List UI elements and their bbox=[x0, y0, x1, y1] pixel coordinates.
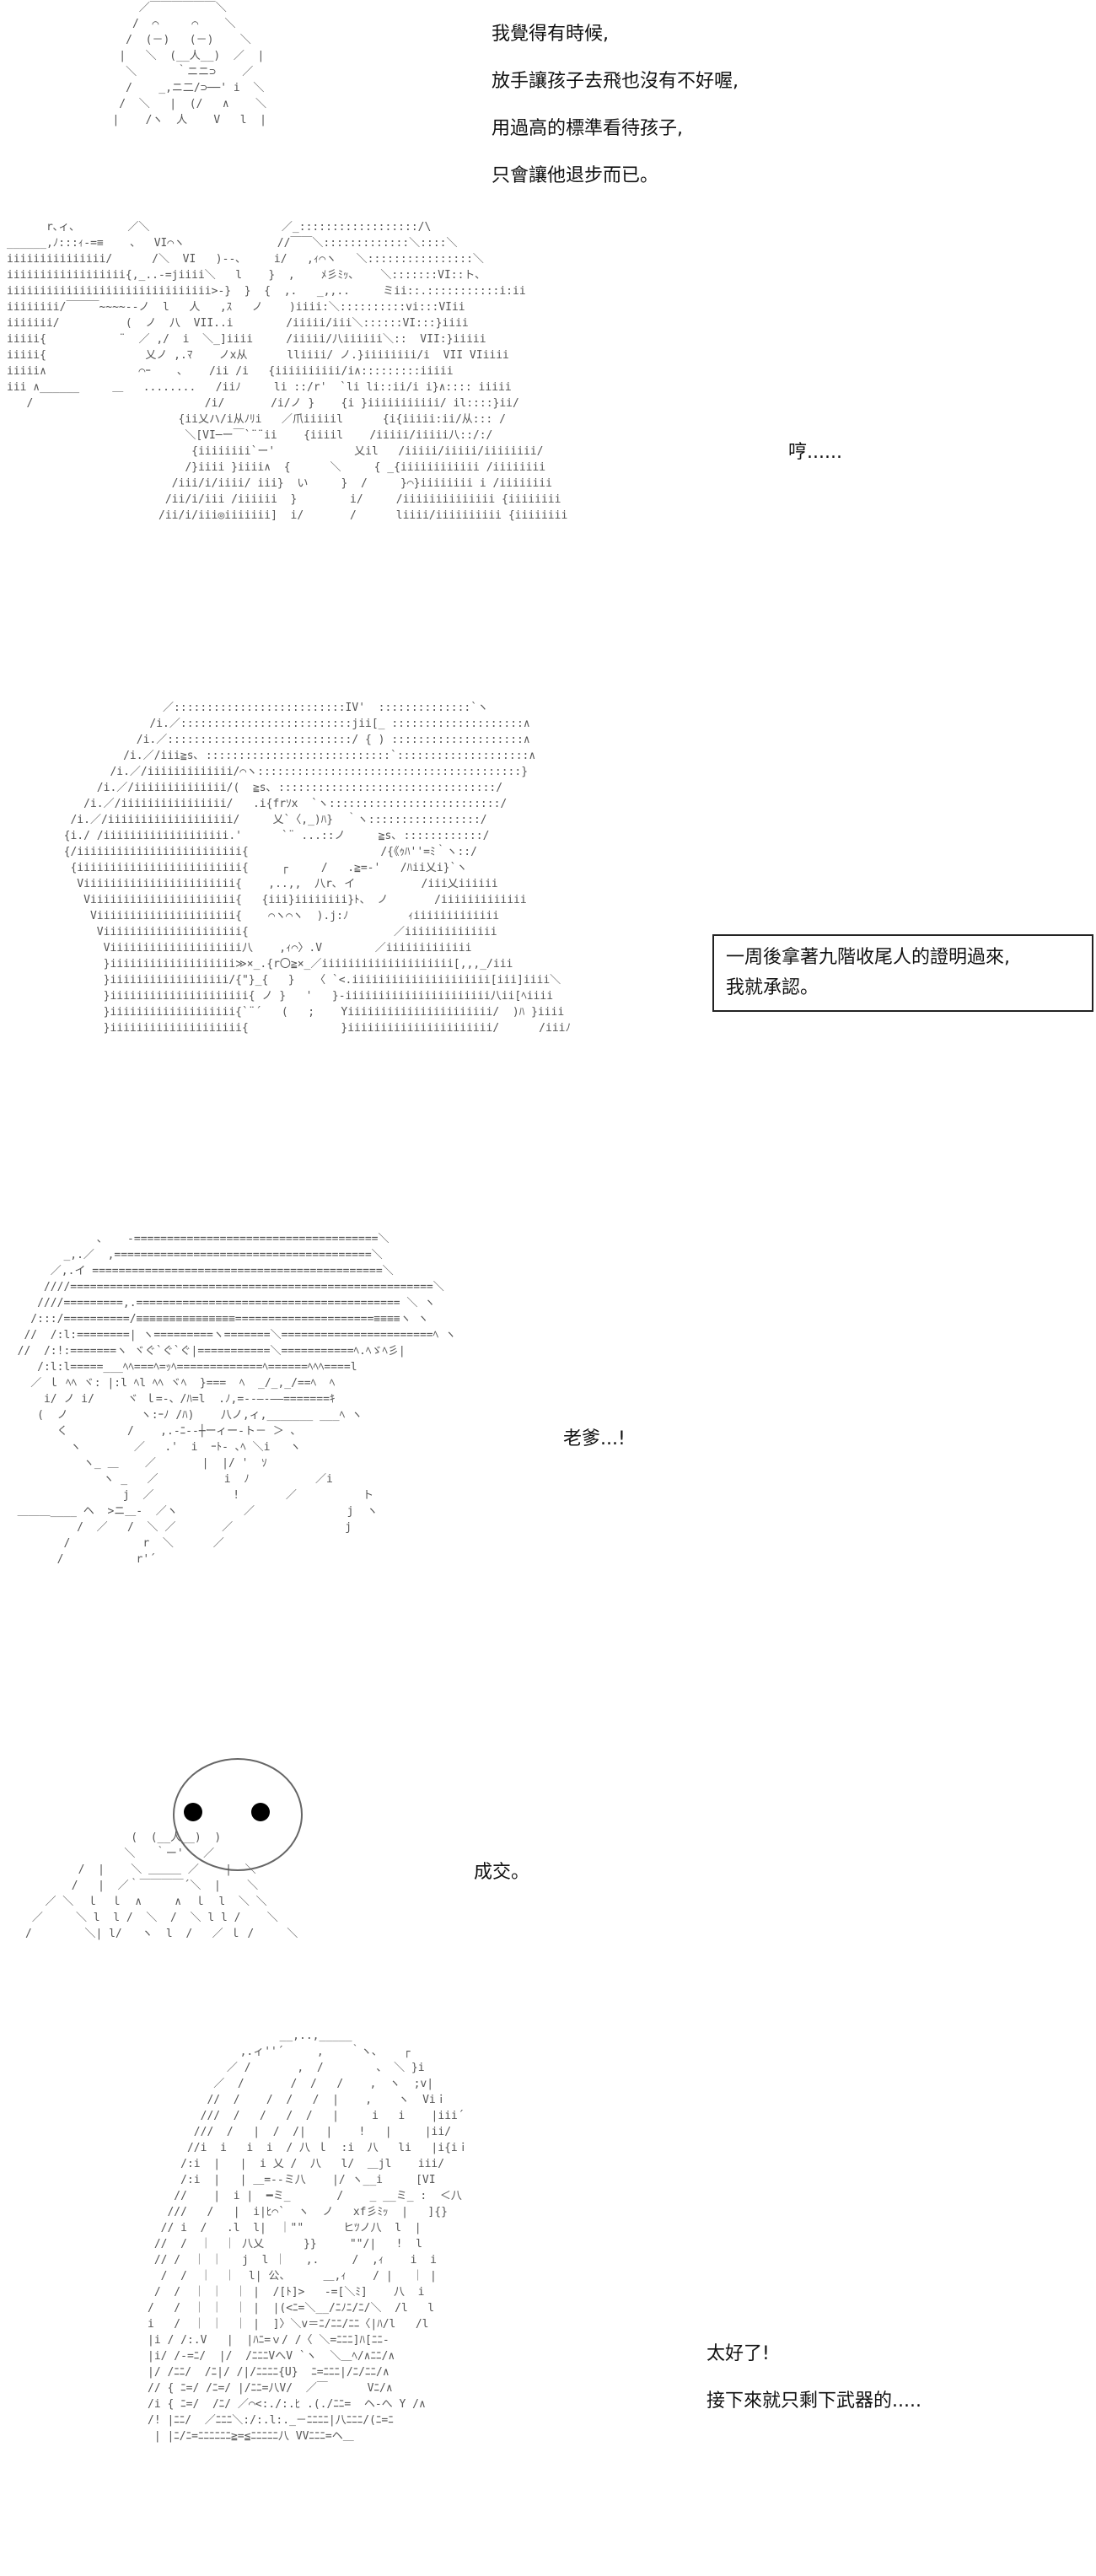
dialogue-line: 哼...... bbox=[788, 442, 842, 463]
dialogue-line: 成交。 bbox=[474, 1862, 530, 1883]
character-left-eye bbox=[184, 1803, 202, 1821]
speech-box: 一周後拿著九階收尾人的證明過來, 我就承認。 bbox=[712, 934, 1093, 1012]
panel-6: __,..,_____ ,.ィ''´ , ｀ヽ､ ┌ ／ / , / 、 ＼ }… bbox=[0, 2028, 1096, 2576]
ascii-art-boy-character: 、 ‐=====================================… bbox=[17, 1233, 456, 1566]
ascii-art-smiling-character: ／￣￣￣￣￣￣＼ / ⌒ ⌒ ＼ / (－) (－) ＼ | ＼ (__人__)… bbox=[112, 2, 267, 126]
character-right-eye bbox=[251, 1803, 270, 1821]
panel-4: 、 ‐=====================================… bbox=[0, 1231, 1096, 1712]
dialogue-line: 接下來就只剩下武器的..... bbox=[706, 2390, 921, 2412]
ascii-art-cat-eared-character: ／::::::::::::::::::::::::::IV' :::::::::… bbox=[63, 702, 571, 1035]
panel-5: ( (__人__) ) ＼ ｀ー' ／ / | ＼ ＿＿＿ ／ | ＼ / | … bbox=[0, 1737, 1096, 2015]
panel-1: ／￣￣￣￣￣￣＼ / ⌒ ⌒ ＼ / (－) (－) ＼ | ＼ (__人__)… bbox=[0, 0, 1096, 194]
dialogue-line: 只會讓他退步而已。 bbox=[492, 165, 659, 186]
dialogue-line: 老爹...! bbox=[563, 1428, 626, 1449]
panel-2: r､ィ､ ／＼ ／_::::::::::::::::::/\ ______,ﾉ:… bbox=[0, 219, 1096, 675]
dialogue-line: 我覺得有時候, bbox=[492, 24, 609, 45]
dialogue-line: 用過高的標準看待孩子, bbox=[492, 118, 683, 139]
dialogue-line: 我就承認。 bbox=[726, 977, 819, 998]
ascii-art-long-haired-character: __,..,_____ ,.ィ''´ , ｀ヽ､ ┌ ／ / , / 、 ＼ }… bbox=[148, 2030, 469, 2443]
character-head bbox=[173, 1758, 303, 1871]
dialogue-line: 一周後拿著九階收尾人的證明過來, bbox=[726, 947, 1010, 968]
dialogue-line: 太好了! bbox=[706, 2343, 770, 2364]
panel-3: ／::::::::::::::::::::::::::IV' :::::::::… bbox=[0, 700, 1096, 1223]
ascii-art-round-character-body: ( (__人__) ) ＼ ｀ー' ／ / | ＼ ＿＿＿ ／ | ＼ / | … bbox=[25, 1831, 298, 1940]
dialogue-line: 放手讓孩子去飛也沒有不好喔, bbox=[492, 71, 739, 92]
ascii-art-two-characters: r､ィ､ ／＼ ／_::::::::::::::::::/\ ______,ﾉ:… bbox=[7, 221, 568, 522]
